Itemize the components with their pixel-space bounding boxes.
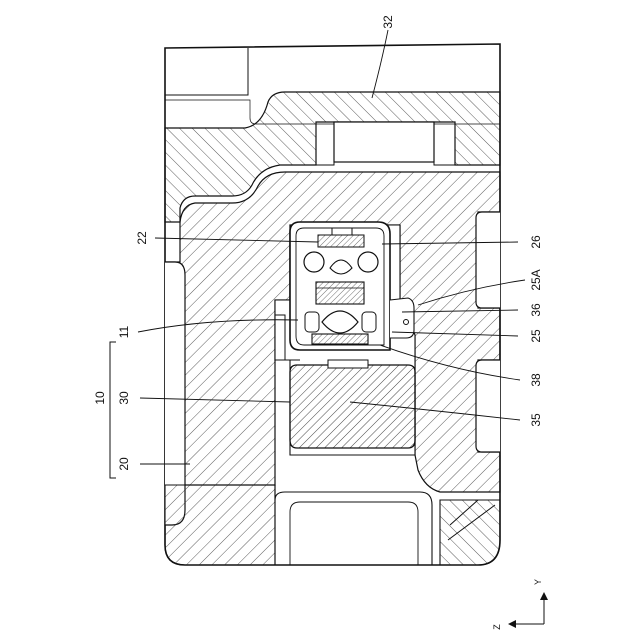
lower-hatch-right	[440, 500, 500, 565]
label-20: 20	[117, 457, 131, 471]
label-25: 25	[529, 329, 543, 343]
label-26: 26	[529, 235, 543, 249]
axis-y-label: Y	[533, 579, 543, 585]
lower-roller-right	[362, 312, 376, 332]
label-25a: 25A	[529, 269, 543, 290]
label-22: 22	[135, 231, 149, 245]
ball-upper-left	[304, 252, 324, 272]
upper-plate-cap	[332, 228, 352, 235]
lower-roller-left	[305, 312, 319, 332]
block-35-top-tab	[328, 360, 368, 368]
axis-z-arrow-icon	[508, 620, 516, 628]
ball-upper-right	[358, 252, 378, 272]
spring-36-dot	[404, 320, 409, 325]
label-32: 32	[381, 15, 395, 29]
right-slot-lower	[476, 360, 500, 452]
axis-z-label: Z	[492, 624, 502, 630]
label-36: 36	[529, 303, 543, 317]
lower-hatch-left	[165, 485, 275, 565]
cover-recess	[334, 122, 434, 162]
right-slot-upper	[476, 212, 500, 308]
upper-plate	[318, 235, 364, 247]
label-38: 38	[529, 373, 543, 387]
axis-y-arrow-icon	[540, 592, 548, 600]
bottom-plate	[312, 334, 368, 344]
middle-plate	[316, 282, 364, 304]
label-35: 35	[529, 413, 543, 427]
label-11: 11	[117, 325, 131, 338]
group-bracket-10	[110, 342, 116, 478]
label-30: 30	[117, 391, 131, 405]
label-10: 10	[93, 391, 107, 405]
